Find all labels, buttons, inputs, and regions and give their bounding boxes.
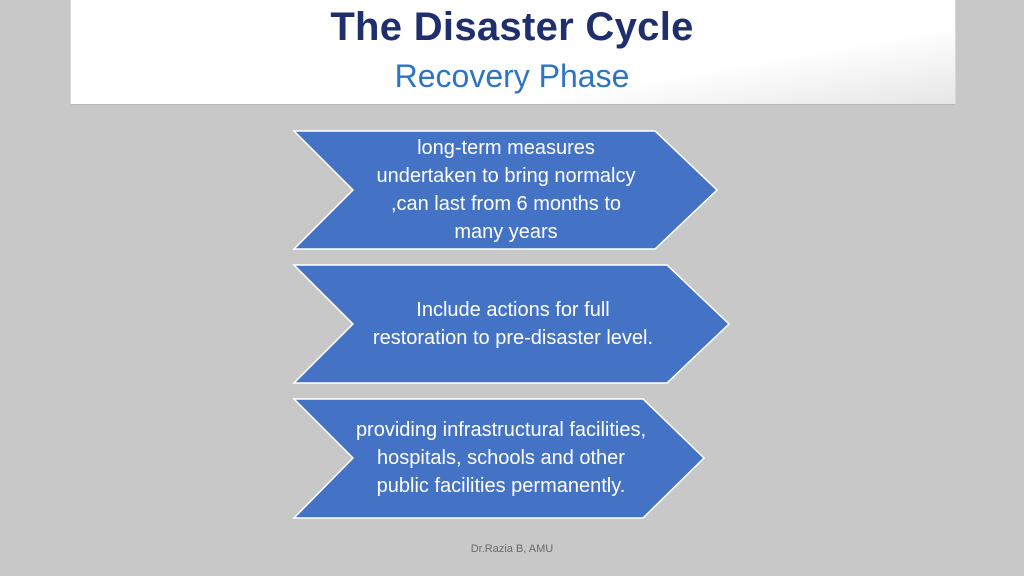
header-panel bbox=[70, 0, 956, 105]
step-text-1: long-term measures undertaken to bring n… bbox=[376, 137, 636, 243]
chevron-shape-3 bbox=[292, 398, 706, 519]
chevron-shape-2 bbox=[292, 264, 731, 384]
slide-title: The Disaster Cycle bbox=[330, 5, 694, 49]
chevron-step-1: long-term measures undertaken to bring n… bbox=[292, 130, 719, 251]
slide-subtitle: Recovery Phase bbox=[394, 58, 630, 94]
footer-credit: Dr.Razia B, AMU bbox=[470, 543, 554, 555]
chevron-shape-1 bbox=[292, 130, 719, 250]
step-text-3: providing infrastructural facilities, ho… bbox=[355, 419, 647, 497]
chevron-step-3: providing infrastructural facilities, ho… bbox=[292, 398, 707, 520]
chevron-step-2: Include actions for full restoration to … bbox=[292, 264, 733, 385]
step-text-2: Include actions for full restoration to … bbox=[372, 299, 654, 349]
